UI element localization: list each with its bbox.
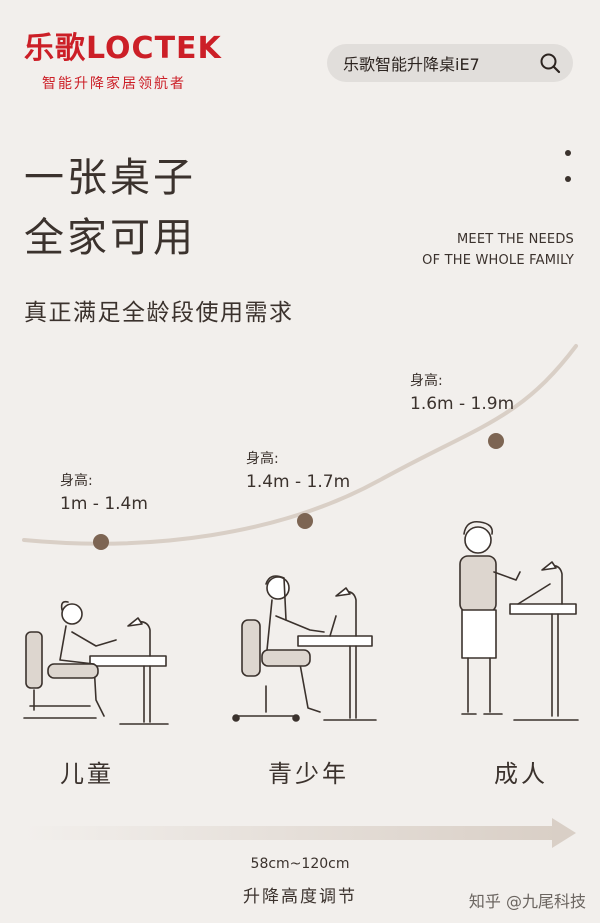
height-label-3: 身高: (410, 373, 443, 389)
height-range-arrow-bar (24, 826, 558, 840)
search-bar[interactable]: 乐歌智能升降桌iE7 (327, 44, 573, 82)
search-query[interactable]: 乐歌智能升降桌iE7 (343, 55, 480, 74)
headline-line-1: 一张桌子 (24, 155, 196, 201)
growth-curve (22, 344, 578, 546)
height-dot-3 (488, 433, 504, 449)
height-dot-1 (93, 534, 109, 550)
height-dot-2 (297, 513, 313, 529)
adult-illustration (459, 520, 579, 721)
height-value-1: 1m - 1.4m (60, 494, 148, 514)
watermark: 知乎 @九尾科技 (468, 892, 586, 911)
height-label-2: 身高: (246, 451, 279, 467)
headline-line-2: 全家可用 (24, 215, 196, 261)
teen-illustration (232, 575, 377, 722)
menu-dot (565, 150, 571, 156)
search-icon[interactable] (533, 46, 567, 80)
child-illustration (23, 600, 169, 725)
more-vertical-icon[interactable] (563, 150, 573, 182)
category-adult: 成人 (494, 760, 548, 788)
menu-dot (565, 176, 571, 182)
english-line-1: MEET THE NEEDS (457, 232, 574, 247)
height-adjust-label: 升降高度调节 (243, 887, 357, 907)
category-teen: 青少年 (268, 760, 349, 788)
height-label-1: 身高: (60, 473, 93, 489)
english-line-2: OF THE WHOLE FAMILY (422, 253, 574, 268)
height-value-2: 1.4m - 1.7m (246, 472, 351, 492)
brand-tagline: 智能升降家居领航者 (42, 76, 186, 92)
height-value-3: 1.6m - 1.9m (410, 394, 515, 414)
category-child: 儿童 (60, 760, 114, 788)
height-range-arrow-head (552, 818, 576, 848)
subheadline: 真正满足全龄段使用需求 (24, 300, 294, 326)
height-range: 58cm~120cm (250, 856, 350, 872)
brand-logo: 乐歌LOCTEK (24, 31, 222, 66)
